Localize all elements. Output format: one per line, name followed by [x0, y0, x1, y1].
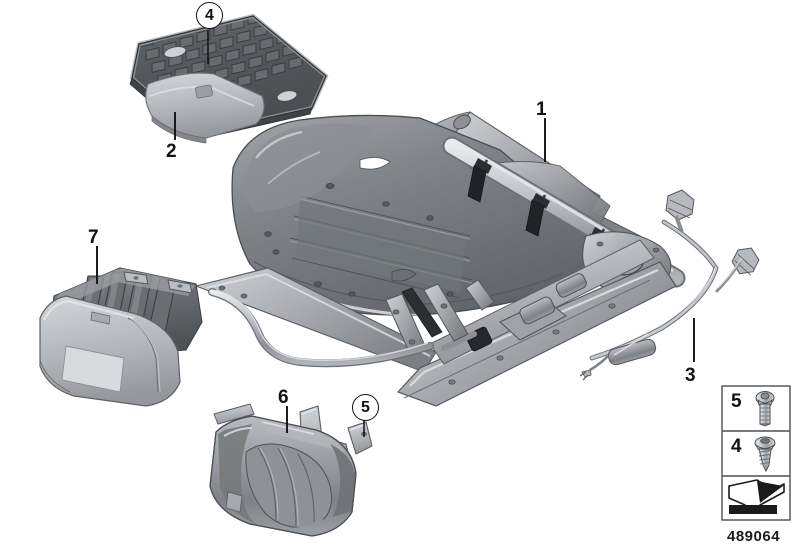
callout-4: 4 [196, 2, 223, 29]
legend-icon-socket-head-cap-screw [755, 391, 775, 427]
callout-6: 6 [278, 387, 289, 408]
callout-3: 3 [685, 365, 696, 386]
legend-icon-self-tapping-screw [754, 436, 776, 473]
seat-pan-assembly [194, 111, 760, 407]
seat-motor-block [441, 273, 587, 352]
part-bowden-cable [579, 219, 760, 381]
callout-leader-lines [96, 30, 695, 437]
legend-icon-direction-arrow [728, 479, 785, 514]
callout-1: 1 [536, 99, 547, 120]
legend-number-4: 4 [731, 436, 742, 457]
callout-5: 5 [352, 394, 379, 421]
legend-box [721, 385, 791, 521]
callout-7: 7 [88, 227, 99, 248]
part-curved-bar [208, 288, 434, 368]
part-cylindrical-cover [209, 403, 373, 537]
callout-2: 2 [166, 141, 177, 162]
part-side-trim-assembly [39, 267, 203, 407]
seat-rail-assembly [194, 239, 677, 407]
legend-number-5: 5 [731, 391, 742, 412]
diagram-id-label: 489064 [727, 528, 781, 545]
